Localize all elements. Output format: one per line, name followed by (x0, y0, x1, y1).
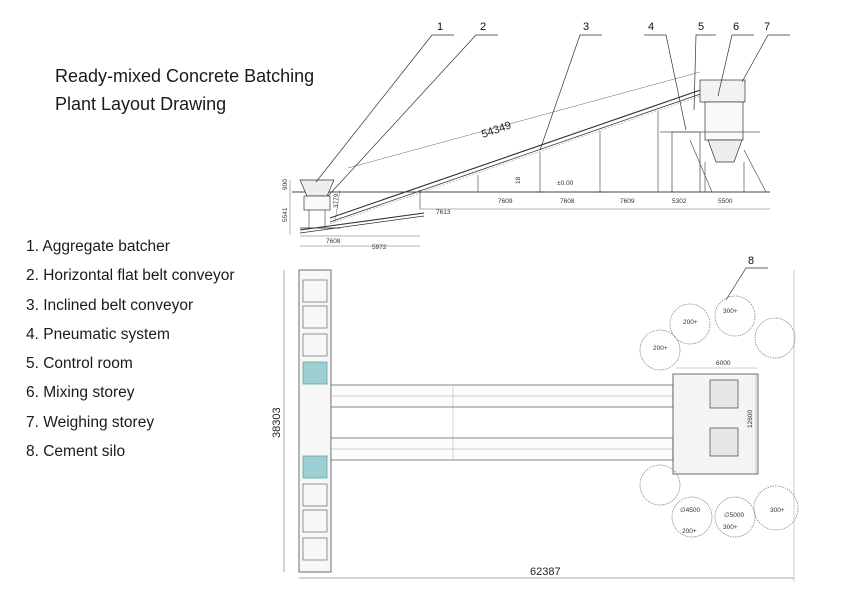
silo-label-6: 300+ (770, 507, 785, 514)
dim-segment-2: 7609 (498, 198, 513, 205)
dim-height-3: 900 (282, 179, 289, 190)
legend-item-mixing-storey: 6. Mixing storey (26, 384, 135, 402)
plan-view (283, 269, 799, 582)
legend-item-flat-belt-conveyor: 2. Horizontal flat belt conveyor (26, 267, 235, 285)
elevation-view (289, 71, 770, 247)
silo-diameter-2: ∅5000 (724, 512, 745, 519)
dim-segment-4: 7609 (620, 198, 635, 205)
silo-length-dim: 12600 (747, 410, 754, 428)
legend-item-cement-silo: 8. Cement silo (26, 443, 126, 461)
callout-6: 6 (733, 21, 739, 33)
aggregate-batcher-shape (299, 179, 340, 229)
flat-belt-conveyor-shape (299, 212, 425, 234)
silo-diameter: ∅4500 (680, 507, 701, 514)
callout-leaders (315, 34, 790, 301)
dim-bottom-2: 5972 (372, 244, 387, 251)
inclined-belt-conveyor-shape (329, 85, 713, 225)
callout-2: 2 (480, 21, 486, 33)
dim-segment-1: 7613 (436, 209, 451, 216)
dim-segment-6: 5500 (718, 198, 733, 205)
legend-item-pneumatic-system: 4. Pneumatic system (26, 325, 170, 343)
callout-5: 5 (698, 21, 704, 33)
legend-item-inclined-belt-conveyor: 3. Inclined belt conveyor (26, 296, 194, 314)
mixing-tower-shape (660, 79, 767, 193)
dim-bottom-1: 7608 (326, 238, 341, 245)
silo-label-4: 300+ (723, 524, 738, 531)
level-mark: ±0.00 (557, 180, 574, 187)
silo-label-1: 200+ (683, 319, 698, 326)
callout-4: 4 (648, 21, 654, 33)
legend: 1. Aggregate batcher 2. Horizontal flat … (26, 236, 235, 470)
title-line-1: Ready-mixed Concrete Batching (55, 66, 315, 86)
dim-height-1: 3779 (333, 193, 340, 208)
callout-3: 3 (583, 21, 589, 33)
callout-1: 1 (437, 21, 443, 33)
title-line-2: Plant Layout Drawing (55, 94, 227, 114)
dim-height-4: 18 (515, 176, 522, 184)
plan-height-dim: 38303 (271, 407, 283, 438)
legend-item-control-room: 5. Control room (26, 355, 133, 373)
legend-item-aggregate-batcher: 1. Aggregate batcher (26, 238, 170, 255)
legend-item-weighing-storey: 7. Weighing storey (26, 413, 155, 431)
dim-segment-5: 5302 (672, 198, 687, 205)
silo-width-dim: 6000 (716, 360, 731, 367)
page-title: Ready-mixed Concrete Batching Plant Layo… (55, 62, 314, 118)
silo-label-3: 200+ (653, 345, 668, 352)
dim-height-2: 5541 (282, 207, 289, 222)
callout-7: 7 (764, 21, 770, 33)
silo-label-2: 300+ (723, 308, 738, 315)
belt-length-dim: 54349 (480, 120, 513, 141)
silo-label-5: 200+ (682, 528, 697, 535)
dim-segment-3: 7608 (560, 198, 575, 205)
plan-width-dim: 62387 (530, 566, 561, 578)
callout-8: 8 (748, 255, 754, 267)
